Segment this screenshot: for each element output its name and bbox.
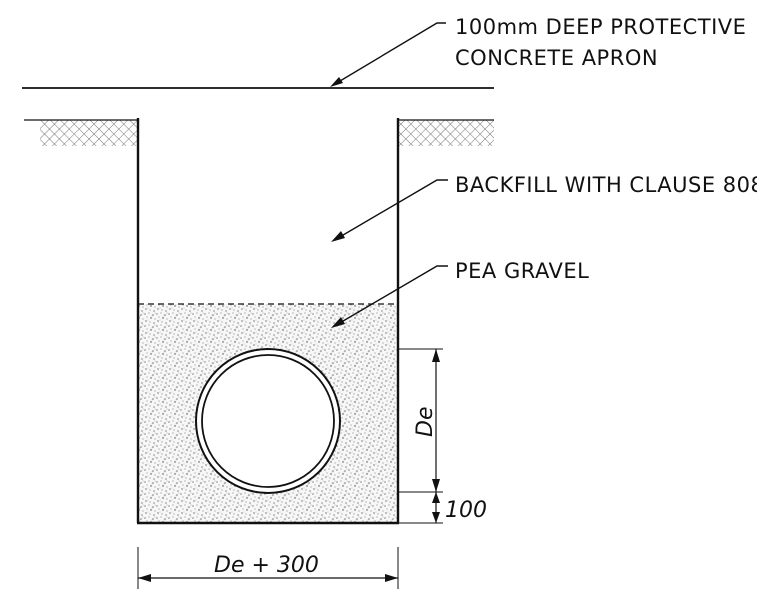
apron-arrowhead <box>330 77 343 87</box>
dim-text-width: De + 300 <box>214 553 319 578</box>
backfill-leader <box>337 179 448 239</box>
label-apron-line2: CONCRETE APRON <box>455 46 658 70</box>
dim-text-100: 100 <box>445 498 487 523</box>
pipe-inner <box>201 354 335 488</box>
ground-hatch-right <box>398 120 494 146</box>
label-apron-line1: 100mm DEEP PROTECTIVE <box>455 15 746 39</box>
dim-width-arrow-left <box>138 574 151 582</box>
gravel-leader <box>337 265 448 325</box>
ground-hatch-left <box>40 120 138 146</box>
dim-width-arrow-right <box>385 574 398 582</box>
dim-100-arrow-bot <box>432 512 440 523</box>
dim-de-arrow-bot <box>432 479 440 492</box>
dim-text-de: De <box>413 407 438 437</box>
label-pea-gravel: PEA GRAVEL <box>455 259 589 283</box>
gravel-arrowhead <box>331 317 345 328</box>
apron-leader <box>334 22 446 85</box>
backfill-arrowhead <box>331 231 345 242</box>
label-backfill: BACKFILL WITH CLAUSE 808 <box>455 173 757 197</box>
dim-de-arrow-top <box>432 349 440 362</box>
dim-100-arrow-top <box>432 492 440 503</box>
